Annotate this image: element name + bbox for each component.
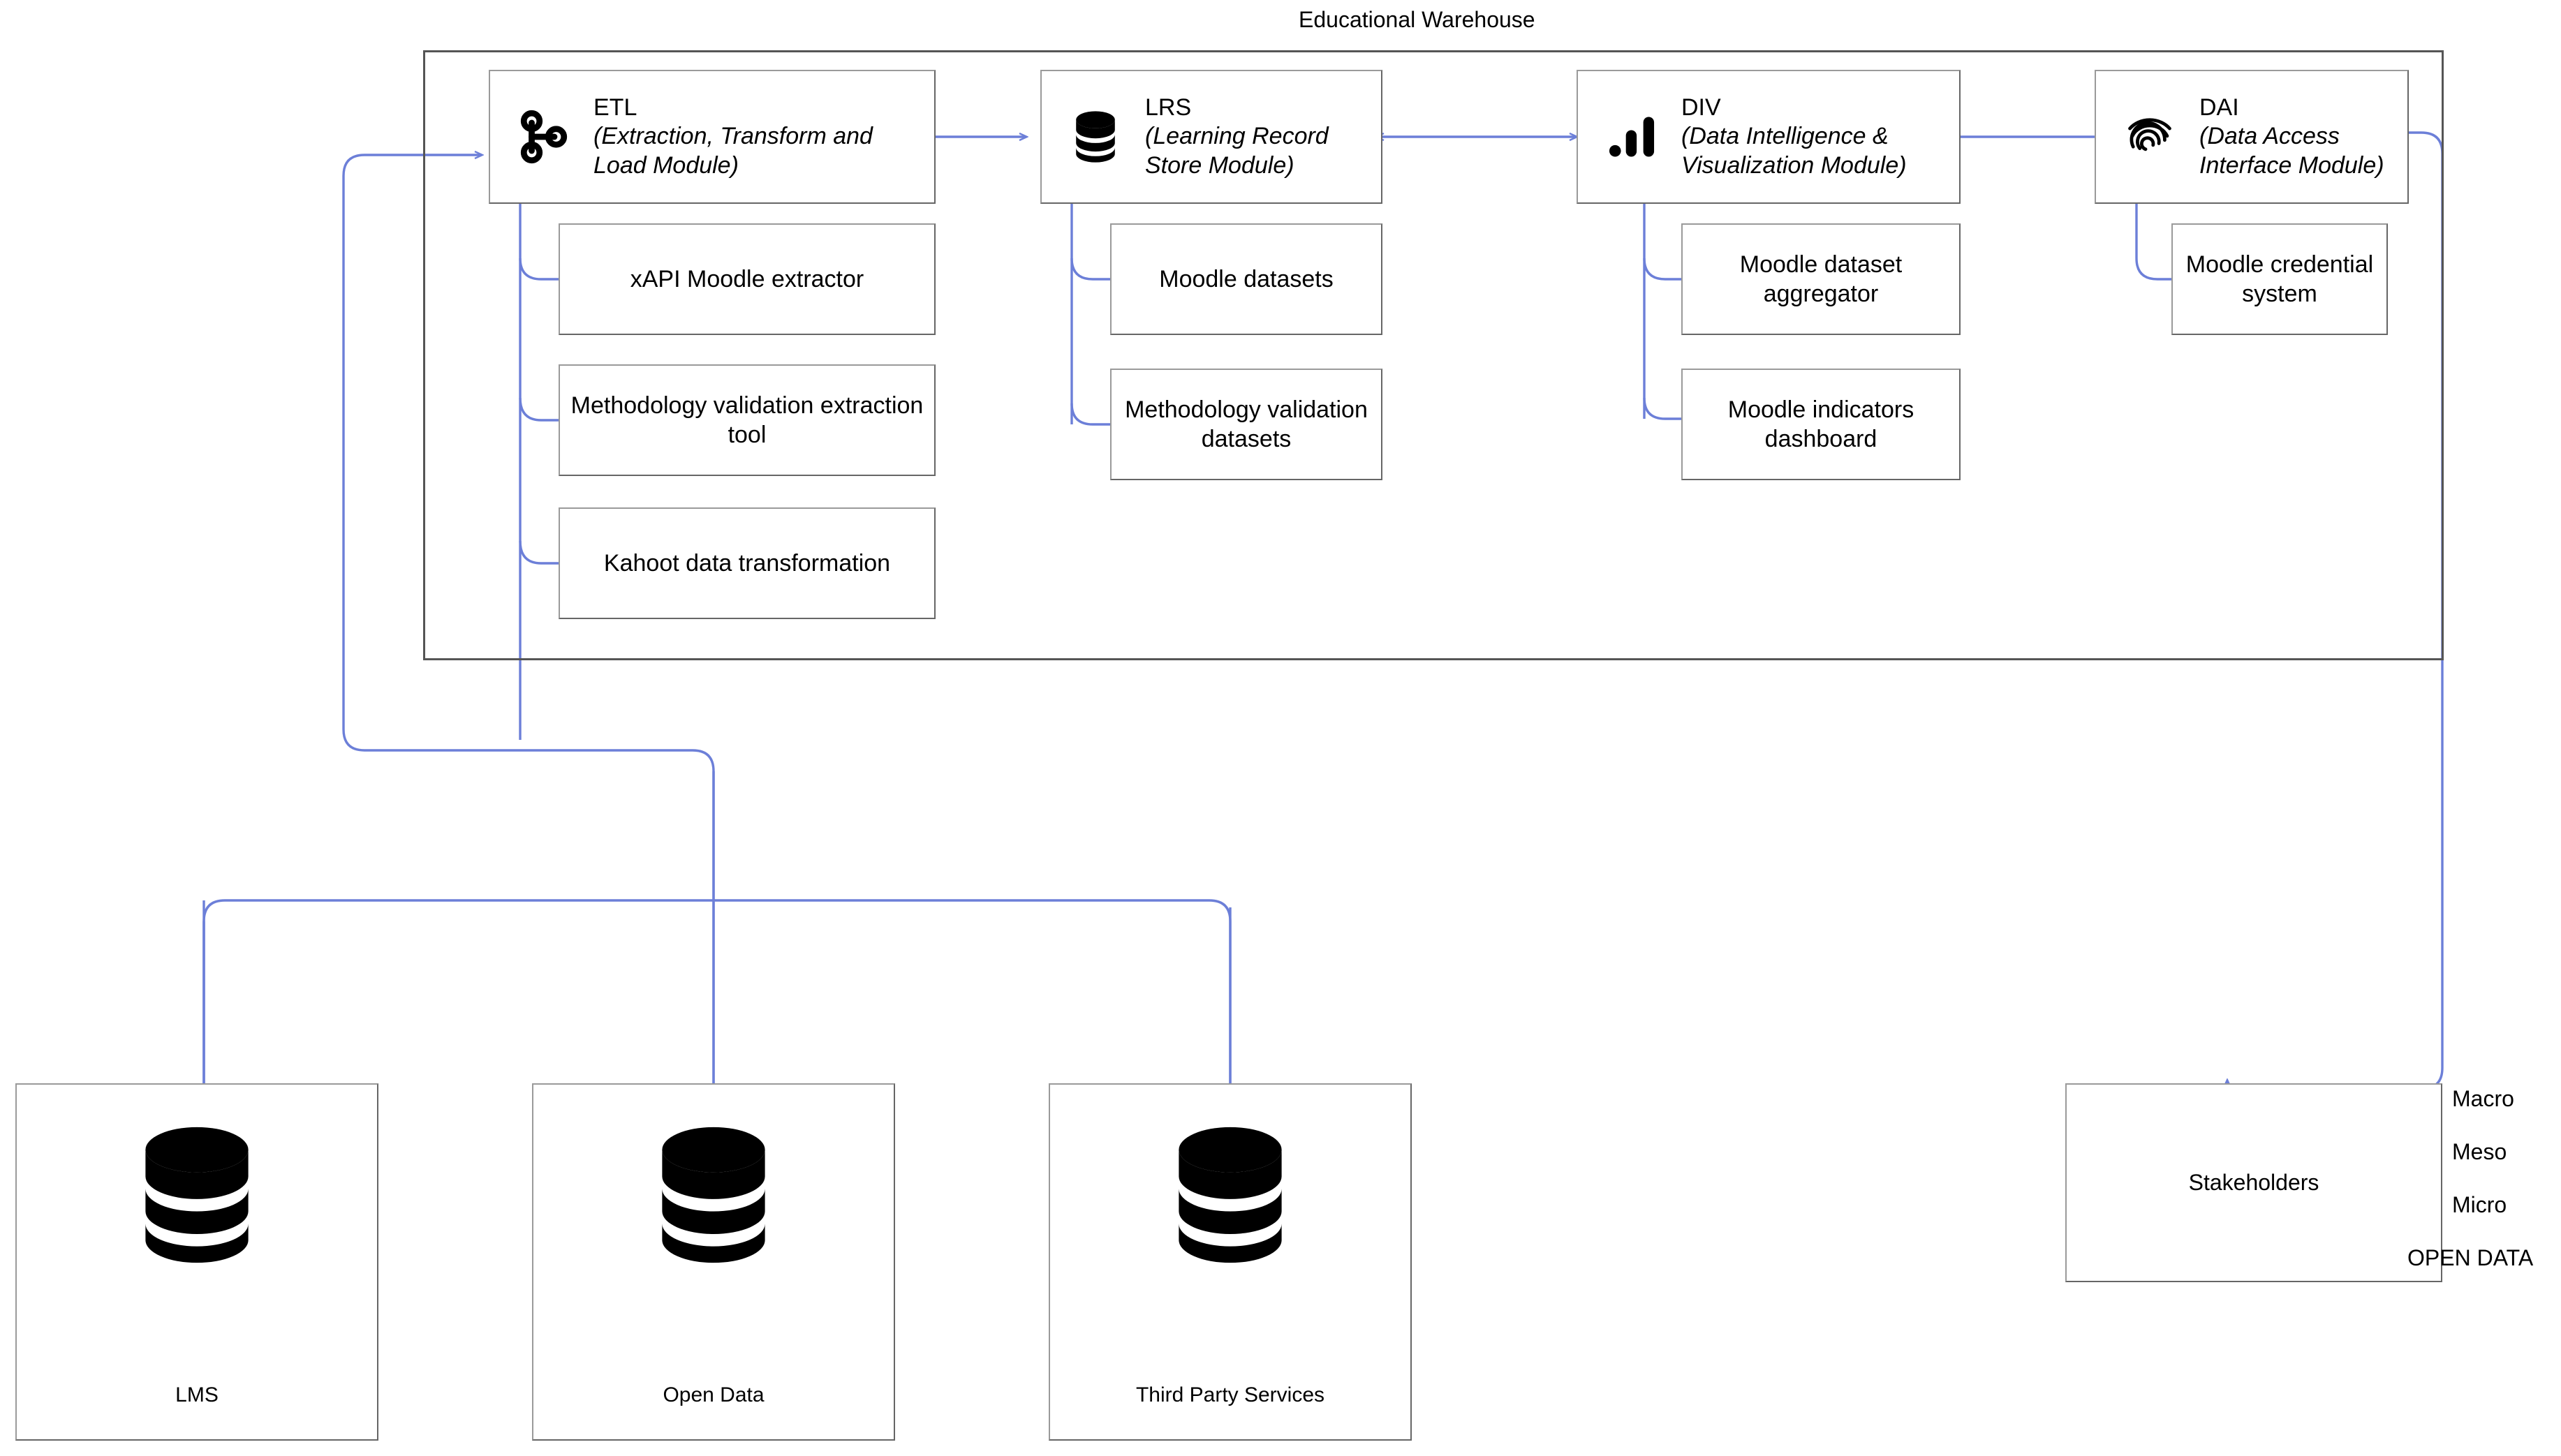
connector-etl-child-2 [519, 397, 559, 422]
source-open-data[interactable]: Open Data [532, 1083, 895, 1441]
connector-div-child-2 [1643, 397, 1681, 420]
module-lrs-fullname: (Learning Record Store Module) [1145, 123, 1329, 179]
source-third-party-services-label: Third Party Services [1135, 1383, 1325, 1406]
module-etl-abbr: ETL [593, 94, 637, 121]
connector-div-child-1 [1643, 258, 1681, 281]
database-icon [131, 1121, 263, 1272]
stakeholder-level-meso: Meso [2452, 1139, 2507, 1164]
stakeholder-level-macro: Macro [2452, 1086, 2514, 1111]
dai-child-moodle-credential-system[interactable]: Moodle credential system [2171, 223, 2388, 335]
source-lms[interactable]: LMS [15, 1083, 378, 1441]
database-icon [647, 1121, 780, 1272]
connector-dai-child-1 [2135, 258, 2171, 281]
connector-etl-child-1 [519, 258, 559, 281]
bar-chart-icon [1593, 109, 1670, 165]
fingerprint-icon [2111, 109, 2188, 165]
etl-child-kahoot-data-transformation[interactable]: Kahoot data transformation [559, 507, 936, 619]
module-lrs-text: LRS (Learning Record Store Module) [1134, 94, 1381, 180]
database-icon [1164, 1121, 1297, 1272]
module-div[interactable]: DIV (Data Intelligence & Visualization M… [1577, 70, 1961, 204]
module-dai-fullname: (Data Access Interface Module) [2199, 123, 2384, 179]
branch-merge-icon [505, 109, 582, 165]
lrs-child-moodle-datasets[interactable]: Moodle datasets [1110, 223, 1382, 335]
module-lrs[interactable]: LRS (Learning Record Store Module) [1040, 70, 1382, 204]
stakeholder-level-open-data: OPEN DATA [2407, 1245, 2534, 1270]
connector-bus-mid [342, 155, 715, 1089]
div-child-moodle-dataset-aggregator[interactable]: Moodle dataset aggregator [1681, 223, 1961, 335]
module-div-text: DIV (Data Intelligence & Visualization M… [1670, 94, 1959, 180]
module-etl-text: ETL (Extraction, Transform and Load Modu… [582, 94, 934, 180]
educational-warehouse-title: Educational Warehouse [1299, 7, 1535, 32]
module-lrs-abbr: LRS [1145, 94, 1192, 121]
connector-etl-child-3 [519, 540, 559, 565]
source-lms-label: LMS [175, 1383, 219, 1406]
educational-warehouse-container [423, 50, 2444, 660]
source-open-data-label: Open Data [663, 1383, 765, 1406]
module-div-abbr: DIV [1681, 94, 1721, 121]
module-dai-text: DAI (Data Access Interface Module) [2188, 94, 2407, 180]
etl-child-methodology-validation-extraction-tool[interactable]: Methodology validation extraction tool [559, 364, 936, 476]
stakeholders-box[interactable]: Stakeholders [2065, 1083, 2442, 1282]
module-dai-abbr: DAI [2199, 94, 2239, 121]
etl-child-xapi-moodle-extractor[interactable]: xAPI Moodle extractor [559, 223, 936, 335]
connector-lrs-child-2 [1070, 403, 1110, 426]
source-third-party-services[interactable]: Third Party Services [1049, 1083, 1412, 1441]
stakeholder-level-micro: Micro [2452, 1192, 2507, 1217]
module-dai[interactable]: DAI (Data Access Interface Module) [2095, 70, 2409, 204]
div-child-moodle-indicators-dashboard[interactable]: Moodle indicators dashboard [1681, 369, 1961, 480]
module-div-fullname: (Data Intelligence & Visualization Modul… [1681, 123, 1907, 179]
lrs-child-methodology-validation-datasets[interactable]: Methodology validation datasets [1110, 369, 1382, 480]
module-etl[interactable]: ETL (Extraction, Transform and Load Modu… [489, 70, 936, 204]
database-icon [1057, 109, 1134, 165]
connector-lrs-child-1 [1070, 258, 1110, 281]
module-etl-fullname: (Extraction, Transform and Load Module) [593, 123, 873, 179]
